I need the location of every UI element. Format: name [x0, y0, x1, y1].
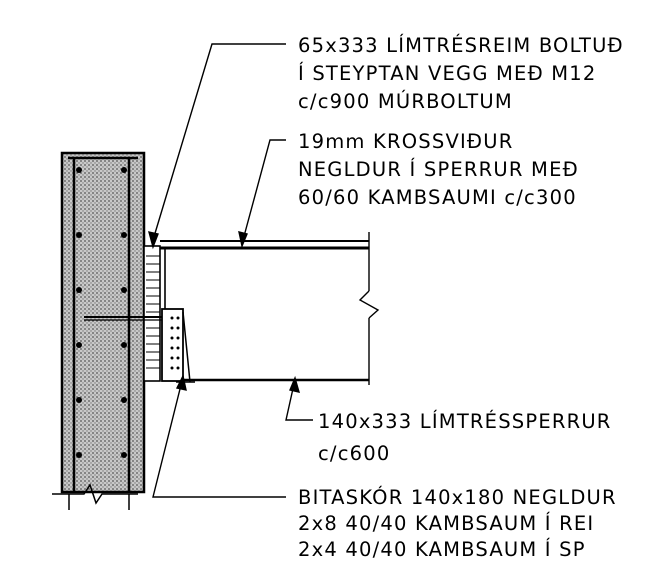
- ledger-line-2: Í STEYPTAN VEGG MEÐ M12: [298, 62, 597, 85]
- leader-lines: [148, 43, 313, 498]
- ledger-beam: [143, 245, 161, 382]
- rafters-line-1: 140x333 LÍMTRÉSSPERRUR: [318, 410, 612, 433]
- annotation-plywood: 19mm KROSSVIÐUR NEGLDUR Í SPERRUR MEÐ 60…: [298, 130, 579, 209]
- hanger-line-1: BITASKÓR 140x180 NEGLDUR: [298, 485, 617, 509]
- ledger-line-1: 65x333 LÍMTRÉSREIM BOLTUÐ: [298, 34, 624, 57]
- plywood-line-3: 60/60 KAMBSAUMI c/c300: [298, 186, 577, 209]
- plywood-line-1: 19mm KROSSVIÐUR: [298, 130, 513, 153]
- rebar-dots: [76, 167, 127, 458]
- joist-hanger: [161, 308, 195, 383]
- plywood-line-2: NEGLDUR Í SPERRUR MEÐ: [298, 158, 579, 181]
- hanger-line-2: 2x8 40/40 KAMBSAUM Í REI: [298, 512, 594, 535]
- anchor-bolt: [84, 316, 170, 321]
- glulam-rafter: [164, 232, 380, 385]
- annotation-rafters: 140x333 LÍMTRÉSSPERRUR c/c600: [318, 410, 612, 465]
- hanger-line-3: 2x4 40/40 KAMBSAUM Í SP: [298, 538, 586, 561]
- annotation-beam-ledger: 65x333 LÍMTRÉSREIM BOLTUÐ Í STEYPTAN VEG…: [298, 34, 624, 113]
- rafters-line-2: c/c600: [318, 442, 390, 465]
- plywood-sheathing: [160, 240, 369, 250]
- ledger-line-3: c/c900 MÚRBOLTUM: [298, 89, 513, 113]
- annotation-joist-hanger: BITASKÓR 140x180 NEGLDUR 2x8 40/40 KAMBS…: [298, 485, 617, 561]
- concrete-wall: [52, 151, 146, 510]
